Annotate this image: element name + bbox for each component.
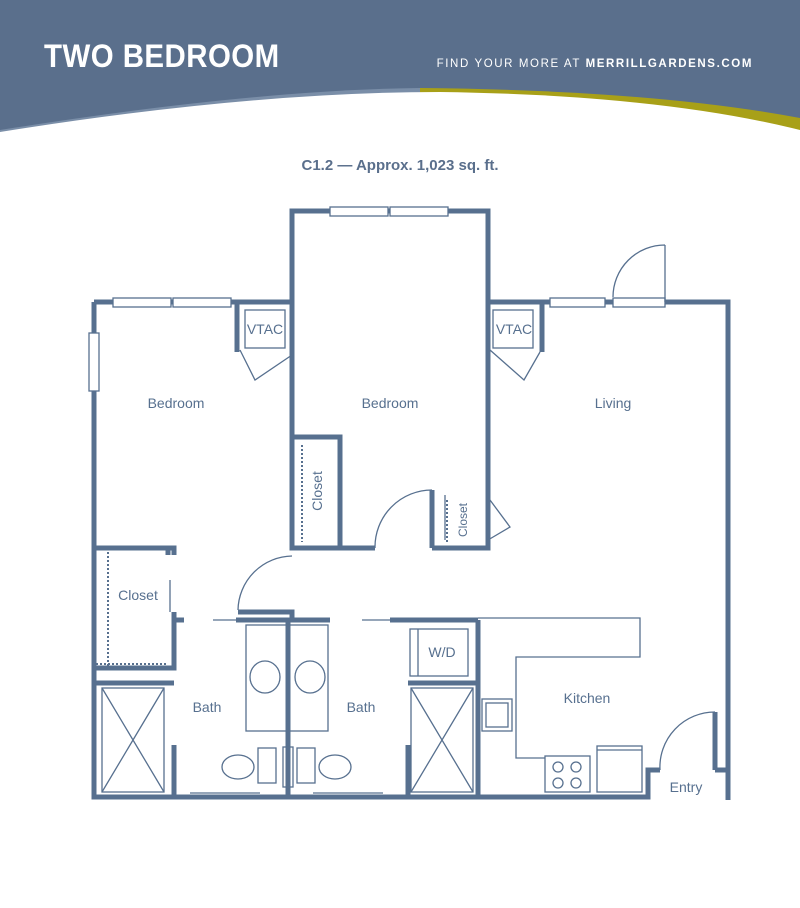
wall-left xyxy=(91,302,660,800)
room-label-bath-left: Bath xyxy=(193,699,222,715)
room-label-kitchen: Kitchen xyxy=(564,690,611,706)
door-bedroom-left xyxy=(237,555,293,611)
room-label-bath-right: Bath xyxy=(347,699,376,715)
shower-left xyxy=(101,687,165,793)
room-label-living: Living xyxy=(595,395,632,411)
website-link[interactable]: MERRILLGARDENS.COM xyxy=(585,58,753,70)
vtac-left: VTAC xyxy=(239,309,293,381)
shower-right xyxy=(410,687,474,793)
tagline-text: FIND YOUR MORE AT xyxy=(436,58,586,70)
room-label-closet-small: Closet xyxy=(456,502,470,537)
room-label-entry: Entry xyxy=(670,779,703,795)
patio-door xyxy=(612,244,666,302)
website-tagline: FIND YOUR MORE AT MERRILLGARDENS.COM xyxy=(437,58,753,70)
door-entry xyxy=(659,711,716,771)
room-label-closet-left: Closet xyxy=(118,587,158,603)
vtac-label: VTAC xyxy=(496,321,532,337)
washer-dryer-label: W/D xyxy=(428,644,455,660)
room-label-closet-center: Closet xyxy=(309,471,325,511)
header-banner xyxy=(0,0,800,140)
vtac-label: VTAC xyxy=(247,321,283,337)
room-label-bedroom-left: Bedroom xyxy=(148,395,205,411)
room-label-bedroom-center: Bedroom xyxy=(362,395,419,411)
page-title: TWO BEDROOM xyxy=(44,38,280,74)
door-bedroom-center xyxy=(374,489,433,549)
vtac-right: VTAC xyxy=(489,309,541,382)
unit-subtitle: C1.2 — Approx. 1,023 sq. ft. xyxy=(301,157,499,174)
windows xyxy=(88,206,666,392)
